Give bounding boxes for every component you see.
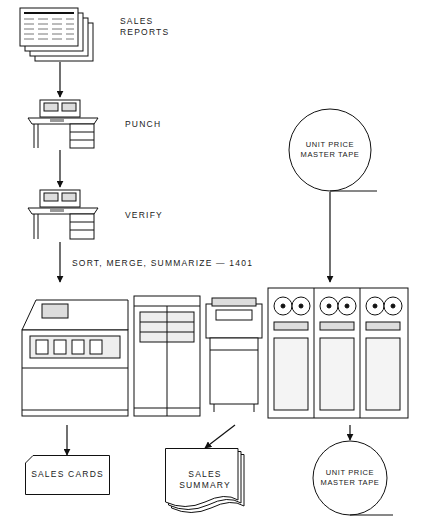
flow-arrow <box>329 192 330 282</box>
node-label: SORT, MERGE, SUMMARIZE — 1401 <box>70 258 255 269</box>
tape-tail <box>350 515 393 516</box>
tape-circle <box>313 441 387 515</box>
flow-arrow <box>59 150 60 187</box>
node-text: SALES SUMMARY <box>171 469 239 492</box>
card-outline <box>26 456 110 495</box>
verifier-machine <box>28 190 98 239</box>
flow-arrow <box>349 425 350 440</box>
line-printer <box>206 298 262 412</box>
node-text: UNIT PRICE MASTER TAPE <box>294 140 366 160</box>
tape-units <box>268 288 408 418</box>
node-label: PUNCH <box>125 119 195 130</box>
flow-arrow <box>59 62 60 97</box>
keypunch-machine <box>28 100 98 148</box>
tape-reel: UNIT PRICE MASTER TAPE <box>288 108 372 192</box>
flow-arrow <box>205 425 235 448</box>
flow-arrow <box>66 425 67 455</box>
card-reader-punch <box>22 300 128 416</box>
processor-cabinet <box>134 296 200 416</box>
report-sheets <box>20 8 93 61</box>
report-document: SALES SUMMARY <box>165 448 245 512</box>
tape-reel: UNIT PRICE MASTER TAPE <box>312 440 388 516</box>
node-label: VERIFY <box>125 210 195 221</box>
node-text: SALES CARDS <box>31 469 104 480</box>
tape-circle <box>289 109 371 191</box>
computer-system: SORT, MERGE, SUMMARIZE — 1401 <box>15 282 410 425</box>
node-label: SALES REPORTS <box>120 16 190 39</box>
tape-tail <box>330 191 377 192</box>
card-deck: SALES CARDS <box>25 455 110 495</box>
verify-station: VERIFY <box>25 187 100 242</box>
punch-station: PUNCH <box>25 97 100 150</box>
report-stack: SALES REPORTS <box>20 8 95 62</box>
node-text: UNIT PRICE MASTER TAPE <box>318 468 382 488</box>
paper-sheet <box>166 449 239 507</box>
flow-arrow <box>59 242 60 282</box>
